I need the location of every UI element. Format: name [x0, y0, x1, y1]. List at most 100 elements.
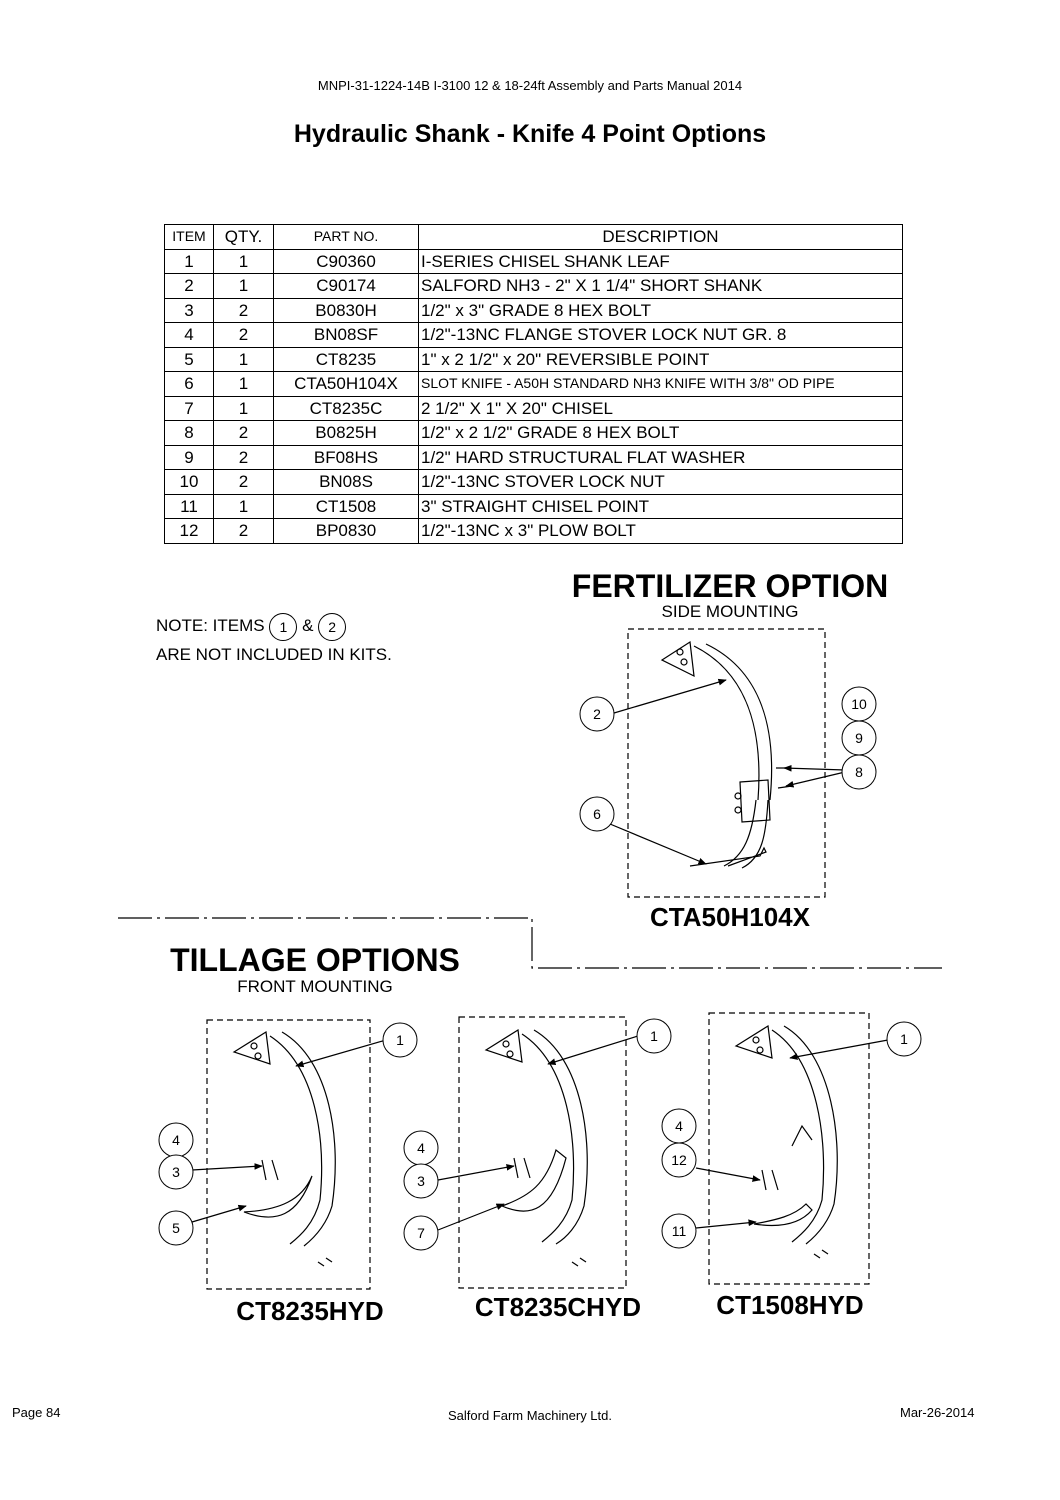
callout-leader: [295, 1039, 387, 1068]
cell-item: 11: [164, 493, 214, 519]
callout-number: 1: [650, 1028, 658, 1044]
cell-part-no: CTA50H104X: [273, 371, 419, 397]
callout-number: 1: [900, 1031, 908, 1047]
cell-part-no: B0830H: [273, 297, 419, 323]
callout-bubble: 12: [661, 1142, 697, 1178]
callout-bubble: 1: [636, 1018, 672, 1054]
cell-part-no: BP0830: [273, 518, 419, 544]
callout-bubble: 2: [579, 696, 615, 732]
cell-part-no: BN08S: [273, 469, 419, 495]
tillage-shank-drawing: [734, 1024, 838, 1259]
callout-leader: [547, 1035, 639, 1065]
callout-bubble: 1: [886, 1021, 922, 1057]
note-item-callout: 2: [318, 612, 347, 641]
callout-number: 3: [417, 1173, 425, 1189]
tillage-assembly-box: [708, 1012, 870, 1285]
callout-bubble: 4: [158, 1122, 194, 1158]
fertilizer-option-subtitle: SIDE MOUNTING: [661, 602, 799, 621]
cell-part-no: BF08HS: [273, 444, 419, 470]
page-number: Page 84: [12, 1405, 61, 1420]
company-name: Salford Farm Machinery Ltd.: [447, 1408, 612, 1423]
kit-note: NOTE: ITEMS 1 & 2 ARE NOT INCLUDED IN KI…: [156, 612, 392, 668]
note-ampersand: &: [302, 616, 314, 635]
callout-bubble: 5: [158, 1210, 194, 1246]
callout-bubble: 9: [841, 720, 877, 756]
section-divider: [118, 917, 942, 969]
fertilizer-assembly-box: [627, 628, 826, 898]
cell-part-no: CT8235: [273, 346, 419, 372]
callout-number: 3: [172, 1164, 180, 1180]
callout-number: 1: [396, 1032, 404, 1048]
cell-item: 6: [164, 371, 214, 397]
callout-leader: [613, 678, 727, 714]
cell-qty: 2: [213, 518, 274, 544]
cell-part-no: B0825H: [273, 420, 419, 446]
tillage-kit-label: CT1508HYD: [716, 1290, 864, 1320]
cell-part-no: CT1508: [273, 493, 419, 519]
callout-leader: [191, 1163, 263, 1171]
fertilizer-shank-drawing: [660, 640, 793, 869]
cell-item: 9: [164, 444, 214, 470]
callout-bubble: 10: [841, 686, 877, 722]
tillage-assembly-box: [206, 1019, 371, 1290]
cell-item: 10: [164, 469, 214, 495]
tillage-options-title: TILLAGE OPTIONS: [170, 942, 460, 978]
tillage-shank-drawing: [232, 1030, 336, 1267]
tillage-kit-label: CT8235HYD: [236, 1296, 384, 1326]
callout-bubble: 3: [403, 1163, 439, 1199]
callout-leader: [695, 1167, 761, 1182]
callout-leader: [785, 771, 846, 788]
callout-number: 9: [855, 730, 863, 746]
callout-number: 4: [675, 1118, 683, 1134]
tillage-kit-label: CT8235CHYD: [474, 1292, 642, 1322]
callout-number: 2: [593, 706, 601, 722]
table-header-row: ITEM QTY. PART NO. DESCRIPTION: [164, 224, 903, 250]
cell-description: 1/2"-13NC x 3" PLOW BOLT: [418, 518, 903, 544]
callout-bubble: 4: [403, 1130, 439, 1166]
cell-description: SALFORD NH3 - 2" X 1 1/4" SHORT SHANK: [418, 273, 903, 299]
callout-leader: [695, 1219, 757, 1229]
cell-qty: 1: [213, 248, 274, 274]
cell-item: 5: [164, 346, 214, 372]
callout-bubble: 4: [661, 1108, 697, 1144]
callout-number: 11: [672, 1223, 687, 1239]
cell-item: 12: [164, 518, 214, 544]
callout-bubble: 7: [403, 1215, 439, 1251]
cell-item: 8: [164, 420, 214, 446]
fertilizer-kit-label: CTA50H104X: [650, 902, 810, 932]
callout-leader: [609, 823, 707, 865]
callout-number: 5: [172, 1220, 180, 1236]
cell-description: 1/2" x 2 1/2" GRADE 8 HEX BOLT: [418, 420, 903, 446]
callout-bubble: 8: [841, 754, 877, 790]
tillage-shank-drawing: [484, 1028, 588, 1267]
callout-number: 4: [172, 1132, 180, 1148]
callout-leader: [437, 1164, 515, 1181]
callout-leader: [789, 1039, 889, 1060]
callout-number: 12: [671, 1152, 687, 1168]
callout-bubble: 3: [158, 1154, 194, 1190]
callout-number: 10: [851, 696, 867, 712]
page-title: Hydraulic Shank - Knife 4 Point Options: [293, 120, 767, 148]
cell-description: 1" x 2 1/2" x 20" REVERSIBLE POINT: [418, 346, 903, 372]
column-header-description: DESCRIPTION: [418, 224, 903, 250]
note-line-2: ARE NOT INCLUDED IN KITS.: [156, 644, 392, 664]
tillage-options-subtitle: FRONT MOUNTING: [237, 977, 393, 996]
cell-part-no: CT8235C: [273, 395, 419, 421]
callout-number: 6: [593, 806, 601, 822]
tillage-assembly-box: [458, 1016, 627, 1289]
callout-number: 4: [417, 1140, 425, 1156]
callout-leader: [191, 1204, 247, 1223]
callout-leader: [437, 1203, 505, 1231]
callout-number: 8: [855, 764, 863, 780]
callout-bubble: 11: [661, 1213, 697, 1249]
note-item-callout: 1: [269, 612, 298, 641]
fertilizer-option-title: FERTILIZER OPTION: [571, 568, 889, 604]
document-date: Mar-26-2014: [900, 1405, 975, 1420]
callout-bubble: 6: [579, 796, 615, 832]
